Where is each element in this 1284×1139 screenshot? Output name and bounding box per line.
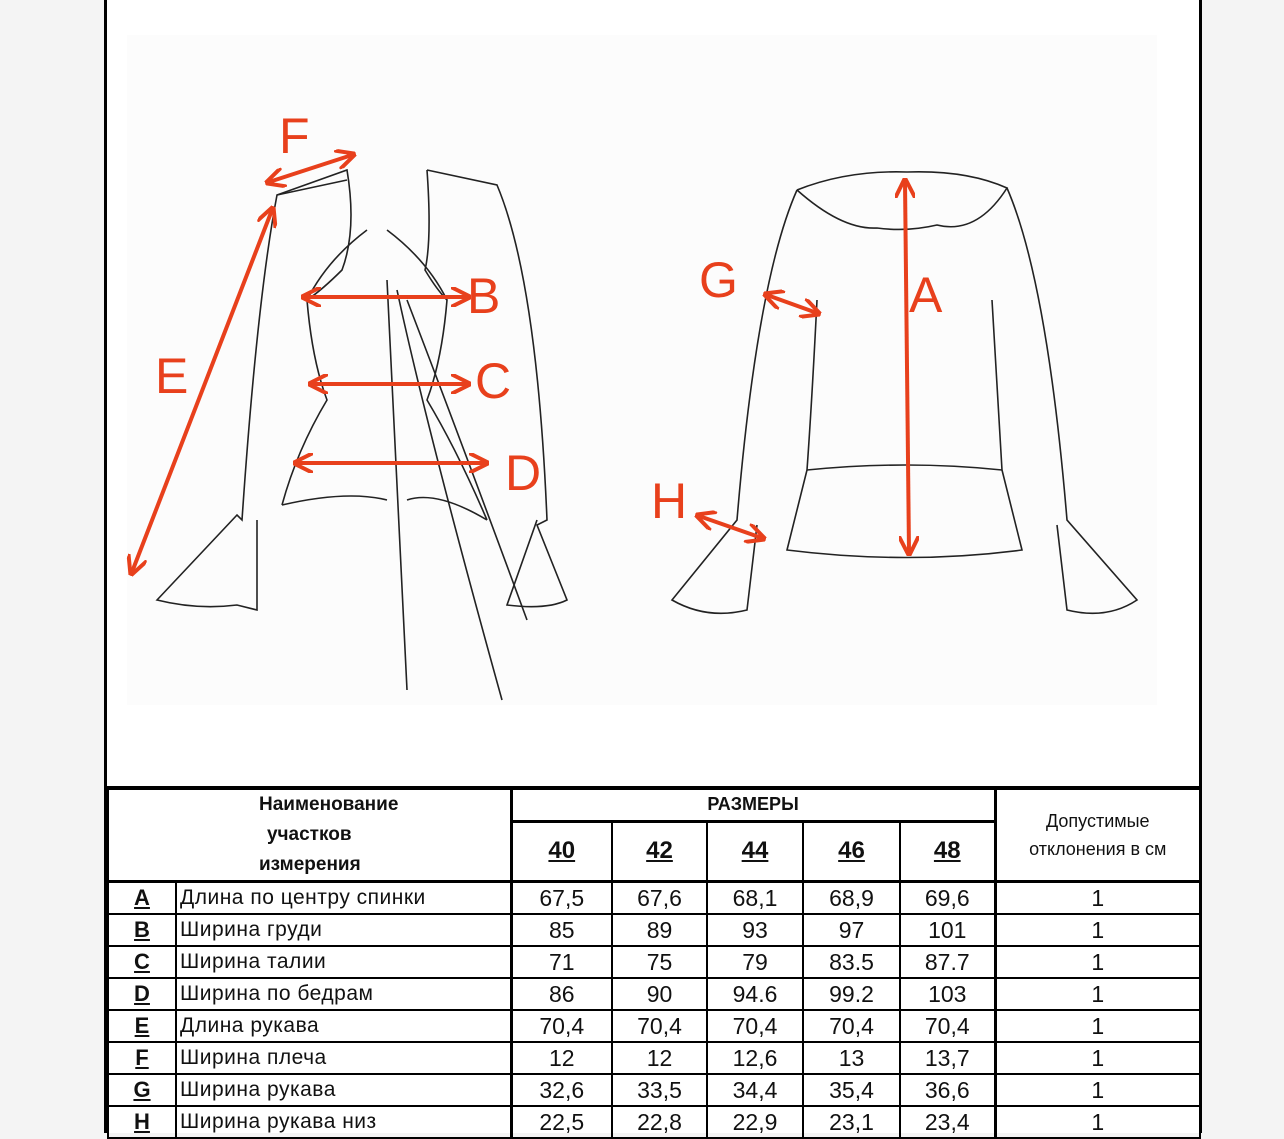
size-value: 13,7 [899, 1041, 997, 1075]
size-value: 68,1 [706, 880, 805, 915]
size-value: 83.5 [802, 945, 902, 979]
measurement-letter: F [107, 1041, 177, 1075]
size-column-40: 40 [509, 820, 614, 884]
size-value: 70,4 [899, 1009, 997, 1043]
size-column-46: 46 [802, 820, 902, 884]
size-value: 103 [899, 977, 997, 1011]
measurement-letter: B [107, 913, 177, 947]
size-value: 101 [899, 913, 997, 947]
label-G: G [699, 252, 738, 308]
size-value: 23,1 [802, 1105, 902, 1139]
size-column-44: 44 [706, 820, 805, 884]
measurement-letter: H [107, 1105, 177, 1139]
measurement-arrows [132, 155, 909, 572]
size-value: 90 [611, 977, 709, 1011]
size-value: 94.6 [706, 977, 805, 1011]
tolerance-value: 1 [993, 1073, 1202, 1107]
measurement-name: Ширина по бедрам [174, 977, 513, 1011]
size-value: 22,8 [611, 1105, 709, 1139]
size-chart-page: F B C D E A G H Наименование участков из… [104, 0, 1202, 1139]
size-value: 22,5 [509, 1105, 614, 1139]
size-value: 85 [509, 913, 614, 947]
size-value: 86 [509, 977, 614, 1011]
size-value: 12 [509, 1041, 614, 1075]
size-value: 87.7 [899, 945, 997, 979]
tolerance-value: 1 [993, 1041, 1202, 1075]
measurement-letter: D [107, 977, 177, 1011]
measurement-name: Длина по центру спинки [174, 880, 513, 915]
arrow-G [767, 295, 817, 313]
arrow-A [905, 182, 909, 552]
tolerance-value: 1 [993, 913, 1202, 947]
size-value: 34,4 [706, 1073, 805, 1107]
size-value: 22,9 [706, 1105, 805, 1139]
back-view-drawing [670, 171, 1139, 615]
arrow-H [699, 516, 762, 538]
size-column-42: 42 [611, 820, 709, 884]
measurement-letter: G [107, 1073, 177, 1107]
measurement-name: Ширина плеча [174, 1041, 513, 1075]
size-value: 12 [611, 1041, 709, 1075]
size-value: 13 [802, 1041, 902, 1075]
label-F: F [279, 108, 310, 164]
measurement-letter: A [107, 880, 177, 915]
size-value: 70,4 [509, 1009, 614, 1043]
tolerance-header: Допустимые отклонения в см [993, 787, 1202, 883]
size-value: 79 [706, 945, 805, 979]
measurement-name: Ширина талии [174, 945, 513, 979]
size-column-48: 48 [899, 820, 997, 884]
arrow-F [269, 155, 352, 182]
measurement-name: Длина рукава [174, 1009, 513, 1043]
size-value: 75 [611, 945, 709, 979]
garment-sketch: F B C D E A G H [107, 35, 1157, 705]
size-value: 71 [509, 945, 614, 979]
arrow-E [132, 210, 272, 572]
size-value: 12,6 [706, 1041, 805, 1075]
measurement-letter: E [107, 1009, 177, 1043]
size-value: 36,6 [899, 1073, 997, 1107]
size-value: 70,4 [802, 1009, 902, 1043]
measurement-name: Ширина рукава [174, 1073, 513, 1107]
size-value: 99.2 [802, 977, 902, 1011]
label-D: D [505, 445, 541, 501]
size-value: 97 [802, 913, 902, 947]
label-A: A [909, 267, 943, 323]
size-value: 67,5 [509, 880, 614, 915]
size-value: 33,5 [611, 1073, 709, 1107]
size-value: 32,6 [509, 1073, 614, 1107]
sizes-header: РАЗМЕРЫ [509, 786, 997, 823]
tolerance-value: 1 [993, 880, 1202, 915]
tolerance-value: 1 [993, 945, 1202, 979]
size-value: 68,9 [802, 880, 902, 915]
size-value: 67,6 [611, 880, 709, 915]
label-E: E [155, 348, 188, 404]
size-value: 93 [706, 913, 805, 947]
tolerance-value: 1 [993, 977, 1202, 1011]
size-value: 69,6 [899, 880, 997, 915]
size-value: 35,4 [802, 1073, 902, 1107]
size-value: 70,4 [611, 1009, 709, 1043]
label-B: B [467, 268, 500, 324]
label-H: H [651, 473, 687, 529]
tolerance-value: 1 [993, 1009, 1202, 1043]
label-C: C [475, 353, 511, 409]
size-value: 23,4 [899, 1105, 997, 1139]
measurement-name-header: Наименование участков измерения [106, 787, 513, 883]
measurement-letter: C [107, 945, 177, 979]
size-table: Наименование участков измерения РАЗМЕРЫ … [106, 786, 1202, 1139]
measurement-name: Ширина рукава низ [174, 1105, 513, 1139]
size-value: 89 [611, 913, 709, 947]
measurement-name: Ширина груди [174, 913, 513, 947]
size-value: 70,4 [706, 1009, 805, 1043]
tolerance-value: 1 [993, 1105, 1202, 1139]
